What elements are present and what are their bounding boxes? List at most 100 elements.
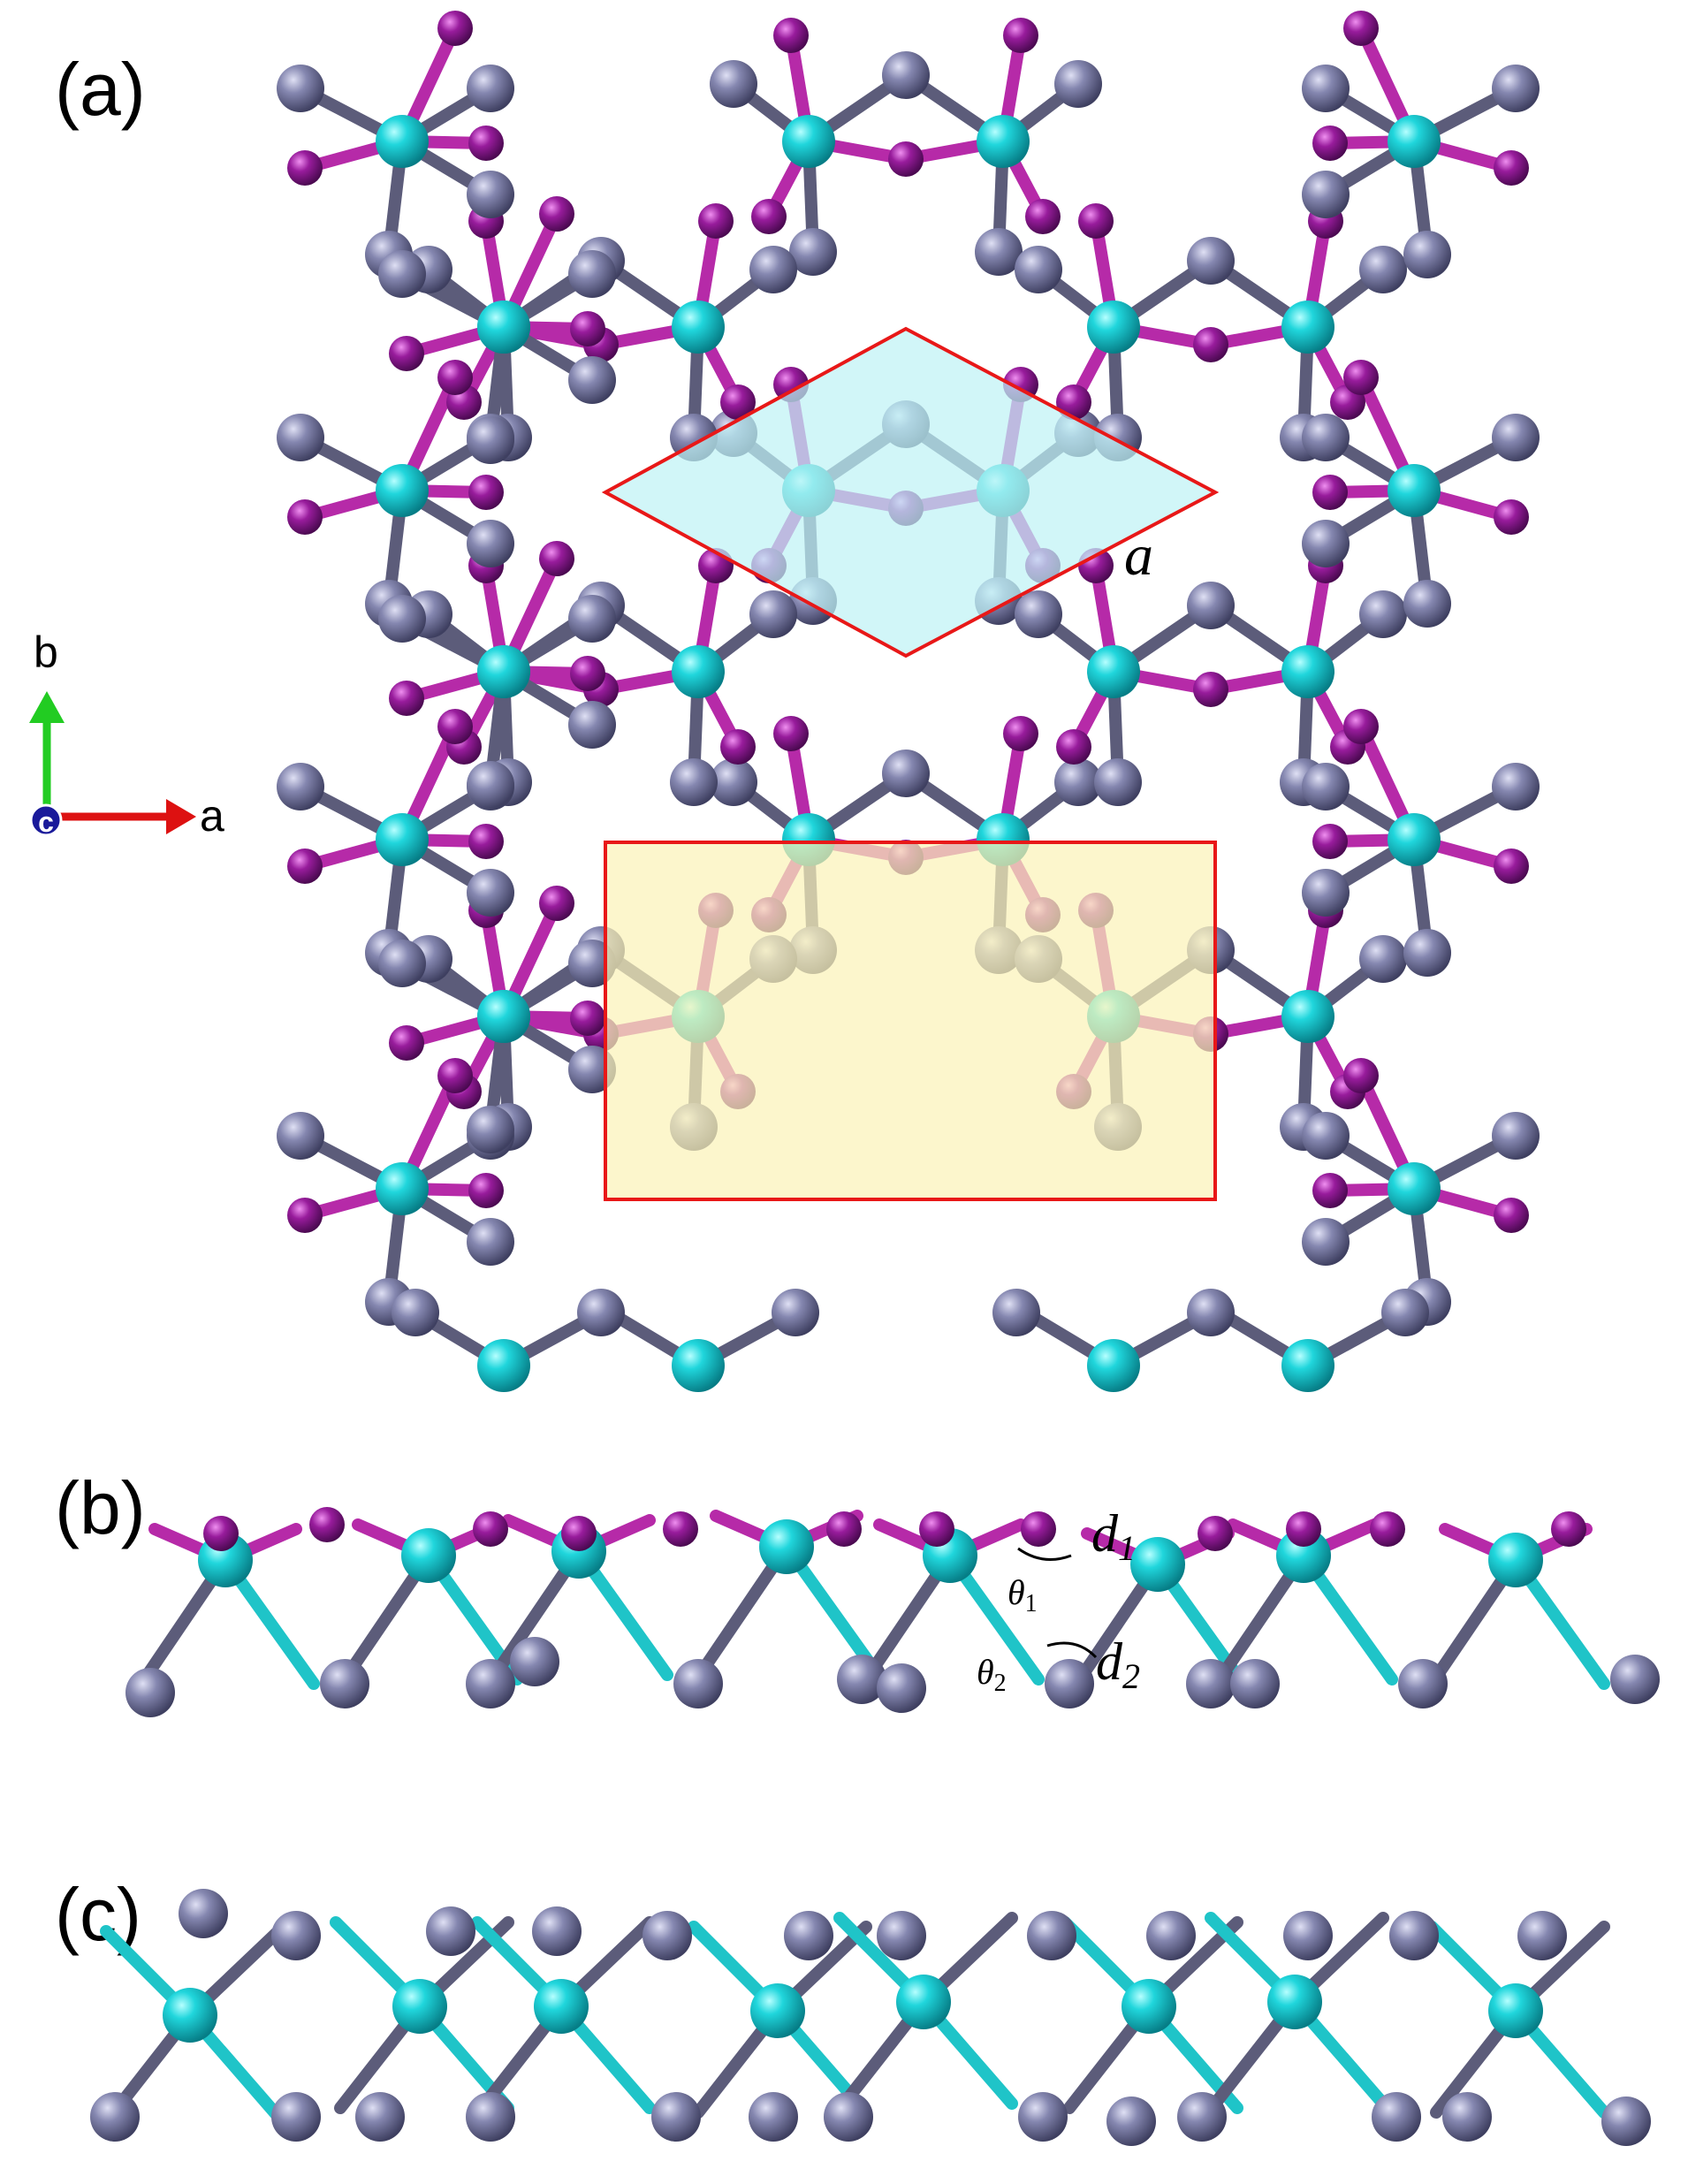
metal-atom [534,1979,589,2034]
metal-atom [1281,645,1334,698]
grey-atom [466,2092,515,2142]
metal-atom [896,1975,951,2029]
theta2-arc [1046,1641,1098,1659]
grey-atom [467,65,514,112]
grey-atom [320,1659,369,1708]
primitive-cell [601,326,1220,658]
purple-atom [570,311,605,346]
purple-atom [539,196,574,232]
panel-a: (a) a [55,11,1540,1392]
grey-atom [568,595,616,643]
purple-atom [287,150,323,186]
b-axis-label: b [34,628,58,677]
purple-atom [663,1511,698,1547]
grey-atom [1015,246,1062,293]
grey-atom [467,416,514,464]
purple-atom [826,1511,862,1547]
grey-atom [1359,935,1407,983]
metal-atom [1388,115,1441,168]
grey-atom [1372,2092,1421,2142]
grey-atom [1398,1659,1448,1708]
grey-atom [877,1663,926,1713]
purple-atom [468,824,504,859]
purple-atom [473,1511,508,1547]
grey-atom [467,869,514,917]
purple-atom [1193,672,1228,707]
purple-atom [1494,848,1529,884]
grey-atom [1492,763,1540,810]
grey-atom [1045,1659,1094,1708]
purple-atom [1198,1516,1233,1551]
grey-atom [277,1112,324,1160]
d1-label: d1 [1091,1504,1136,1568]
purple-atom [1021,1511,1056,1547]
grey-atom [1442,2092,1492,2142]
grey-atom [1517,1911,1567,1960]
grey-atom [568,250,616,298]
metal-atom [163,1988,217,2043]
grey-atom [789,228,837,276]
grey-atom [1146,1911,1196,1960]
metal-atom [1122,1979,1176,2034]
panel-b-atoms [125,1507,1660,1717]
grey-atom [1054,60,1102,108]
grey-atom [1610,1655,1660,1704]
grey-atom [1359,590,1407,638]
metal-atom [1281,1339,1334,1392]
purple-atom [919,1511,954,1547]
grey-atom [882,51,930,99]
metal-atom [1488,1983,1543,2038]
metal-atom [759,1519,814,1574]
panel-c-label: (c) [55,1873,141,1956]
purple-atom [1312,1173,1348,1208]
purple-atom [1025,199,1061,234]
purple-atom [698,203,734,239]
purple-atom [720,729,756,765]
purple-atom [309,1507,345,1542]
grey-atom [1403,231,1451,278]
purple-atom [561,1516,597,1551]
purple-atom [1343,11,1379,46]
purple-atom [773,716,809,751]
panel-c: (c) [55,1873,1651,2146]
grey-atom [466,1659,515,1708]
purple-atom [1494,1198,1529,1233]
purple-atom [437,1058,473,1093]
metal-atom [1388,813,1441,866]
grey-atom [1359,246,1407,293]
metal-atom [1130,1537,1185,1592]
purple-atom [1003,716,1038,751]
purple-atom [389,336,424,371]
lattice-constant-label: a [1124,523,1153,588]
purple-atom [1551,1511,1586,1547]
a-axis-label: a [200,791,224,841]
grey-atom [784,1911,833,1960]
grey-atom [271,2092,321,2142]
purple-atom [570,656,605,691]
b-axis-arrowhead [29,691,65,723]
grey-atom [1283,1911,1333,1960]
metal-atom [376,1162,429,1215]
purple-atom [539,541,574,576]
metal-atom [1488,1533,1543,1587]
theta1-label: θ1 [1007,1572,1038,1617]
grey-atom [643,1911,692,1960]
metal-atom [1087,645,1140,698]
purple-atom [1494,499,1529,535]
grey-atom [710,60,757,108]
metal-atom [477,301,530,354]
grey-atom [710,758,757,806]
metal-atom [376,115,429,168]
grey-atom [1187,1289,1235,1336]
grey-atom [467,761,514,809]
metal-atom [477,1339,530,1392]
metal-atom [672,1339,725,1392]
grey-atom [277,65,324,112]
metal-atom [1281,990,1334,1043]
grey-atom [1389,1911,1439,1960]
purple-atom [468,126,504,161]
grey-atom [1054,758,1102,806]
grey-atom [568,701,616,749]
grey-atom [378,940,426,987]
